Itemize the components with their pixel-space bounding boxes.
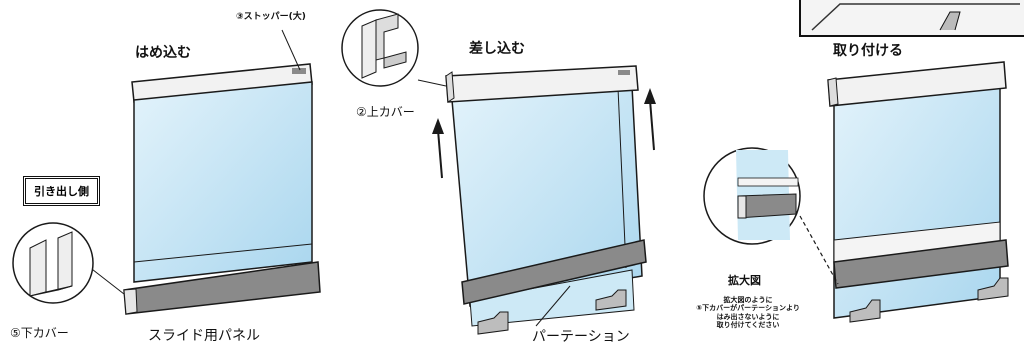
bottom-cover-label: ⑤下カバー	[10, 326, 69, 340]
step3-title: 取り付ける	[833, 43, 903, 59]
bottom-cover-detail-icon	[12, 222, 94, 304]
zoom-note-line: 取り付けてください	[716, 321, 780, 330]
step1-panel	[87, 29, 321, 315]
step3-panel	[799, 61, 1009, 323]
zoom-note: 拡大図のように ⑤下カバーがパーテーションより はみ出さないように 取り付けてく…	[688, 296, 808, 330]
step1-title: はめ込む	[135, 45, 191, 61]
zoom-title: 拡大図	[728, 274, 761, 287]
step2-title: 差し込む	[469, 41, 525, 57]
slide-panel-label: スライド用パネル	[148, 328, 260, 344]
zoom-note-line: ⑤下カバーがパーテーションより	[696, 304, 800, 313]
stopper-label: ③ストッパー(大)	[236, 12, 306, 22]
top-cover-detail-icon	[341, 9, 419, 87]
corner-inset-image	[799, 0, 1024, 37]
step2-panel	[417, 65, 656, 335]
zoom-note-line: 拡大図のように	[723, 296, 773, 304]
drawer-side-label: 引き出し側	[23, 176, 100, 206]
partition-label: パーテーション	[532, 329, 630, 345]
zoom-note-line: はみ出さないように	[716, 312, 780, 321]
top-cover-label: ②上カバー	[356, 105, 415, 119]
zoom-detail-circle	[703, 147, 801, 245]
stopper-mark	[292, 68, 306, 74]
